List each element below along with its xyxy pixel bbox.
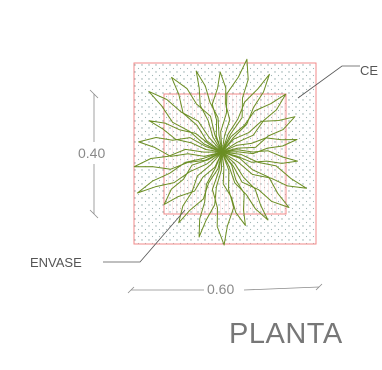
plant-leaf — [221, 149, 298, 164]
width-dimension-line-right — [243, 286, 320, 291]
plant-leaf — [220, 58, 249, 153]
plant-leaf — [148, 90, 223, 153]
width-dimension-tick-left — [127, 286, 135, 294]
height-dimension-tick-bottom — [89, 209, 99, 219]
envase-leader-line — [103, 209, 186, 263]
height-dimension-tick-top — [89, 89, 99, 99]
plant-leaf — [221, 151, 269, 221]
plant-leaf — [136, 151, 223, 194]
plant-leaf — [221, 116, 296, 153]
plant-leaf — [221, 151, 307, 189]
height-dimension — [89, 89, 99, 219]
drawing-title: PLANTA — [229, 318, 343, 350]
plant-leaf — [221, 151, 246, 226]
plant-foliage-symbol — [133, 58, 307, 246]
plant-leaf — [148, 120, 223, 153]
width-dimension-tick-right — [315, 283, 323, 291]
plant-leaf — [221, 73, 270, 153]
container-label: ENVASE — [30, 255, 82, 270]
plant-leaf — [138, 137, 223, 157]
plant-leaf — [178, 151, 223, 224]
plant-leaf — [221, 137, 298, 155]
width-dimension — [127, 283, 323, 294]
plant-leaf — [221, 93, 287, 153]
plant-leaf — [211, 71, 231, 153]
plant-leaf — [195, 70, 223, 153]
leader-lines — [103, 65, 360, 263]
width-dimension-label: 0.60 — [207, 281, 235, 297]
plant-leaf — [211, 151, 235, 246]
height-dimension-label: 0.40 — [78, 145, 106, 161]
plant-leaf — [133, 148, 223, 170]
plant-leaf — [163, 151, 223, 205]
plant-leaf — [171, 76, 223, 153]
ce-leader-line — [297, 65, 360, 99]
plant-label: CE — [360, 63, 379, 78]
plant-leaf — [221, 151, 290, 208]
plant-leaf — [198, 151, 223, 238]
